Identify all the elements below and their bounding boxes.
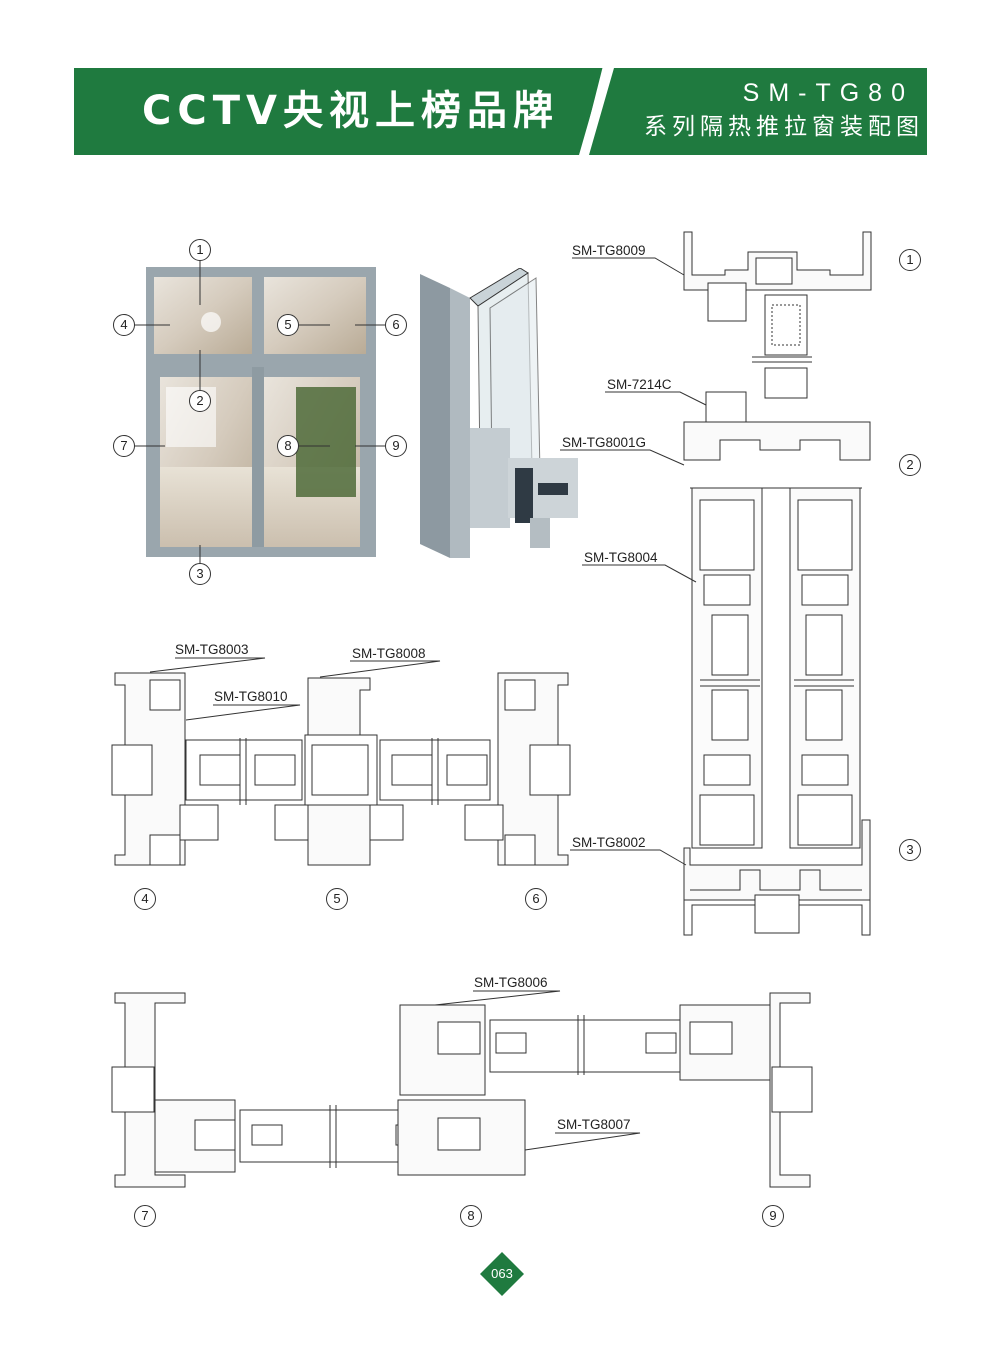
label-sm-tg8007: SM-TG8007 xyxy=(557,1117,631,1132)
photo-callout-7: 7 xyxy=(113,435,135,457)
header-banner: CCTV央视上榜品牌 SM-TG80 系列隔热推拉窗装配图 xyxy=(74,68,927,155)
label-sm-tg8006: SM-TG8006 xyxy=(474,975,548,990)
detail-callout-8: 8 xyxy=(460,1205,482,1227)
label-sm-tg8004: SM-TG8004 xyxy=(584,550,658,565)
detail-callout-7: 7 xyxy=(134,1205,156,1227)
label-sm-7214c: SM-7214C xyxy=(607,377,672,392)
page-number: 063 xyxy=(491,1266,513,1281)
label-sm-tg8002: SM-TG8002 xyxy=(572,835,646,850)
label-sm-tg8010: SM-TG8010 xyxy=(214,689,288,704)
photo-callout-2: 2 xyxy=(189,390,211,412)
photo-callout-4: 4 xyxy=(113,314,135,336)
detail-callout-4: 4 xyxy=(134,888,156,910)
brand-title: CCTV央视上榜品牌 xyxy=(142,88,559,134)
photo-callout-6: 6 xyxy=(385,314,407,336)
banner-shape xyxy=(74,68,927,155)
detail-callout-5: 5 xyxy=(326,888,348,910)
window-photo xyxy=(146,267,376,557)
photo-callout-3: 3 xyxy=(189,563,211,585)
detail-callout-9: 9 xyxy=(762,1205,784,1227)
series-name: 系列隔热推拉窗装配图 xyxy=(644,114,924,140)
series-code: SM-TG80 xyxy=(742,79,914,107)
label-sm-tg8003: SM-TG8003 xyxy=(175,642,249,657)
section-callout-3: 3 xyxy=(899,839,921,861)
photo-callout-8: 8 xyxy=(277,435,299,457)
label-sm-tg8001g: SM-TG8001G xyxy=(562,435,647,450)
photo-callout-9: 9 xyxy=(385,435,407,457)
label-sm-tg8009: SM-TG8009 xyxy=(572,243,646,258)
section-callout-1: 1 xyxy=(899,249,921,271)
profile-render xyxy=(420,268,578,558)
photo-callout-1: 1 xyxy=(189,239,211,261)
page-number-badge xyxy=(480,1252,524,1296)
detail-callout-6: 6 xyxy=(525,888,547,910)
label-sm-tg8008: SM-TG8008 xyxy=(352,646,426,661)
photo-callout-5: 5 xyxy=(277,314,299,336)
section-callout-2: 2 xyxy=(899,454,921,476)
